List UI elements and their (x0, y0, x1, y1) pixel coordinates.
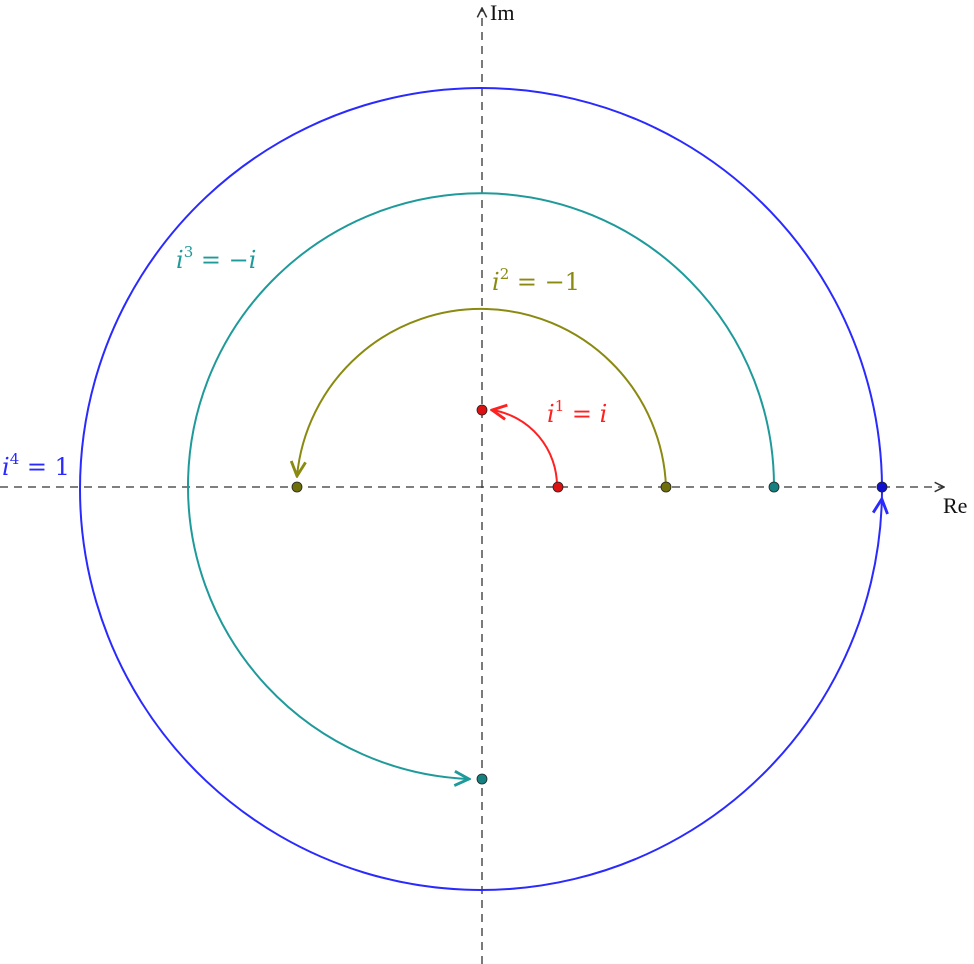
arc-i4 (79, 87, 883, 891)
point-i1-end (476, 404, 488, 416)
arc-i1 (492, 410, 559, 488)
arc-i2 (297, 308, 667, 488)
imaginary-axis-label: Im (490, 0, 514, 25)
point-i3-end (476, 773, 488, 785)
point-i2-end (291, 481, 303, 493)
point-i3-start (768, 481, 780, 493)
label-i2: i2 = −1 (492, 265, 580, 296)
point-i2-start (660, 481, 672, 493)
label-i4: i4 = 1 (2, 450, 70, 481)
point-i1-start (552, 481, 564, 493)
real-axis-label: Re (943, 493, 967, 518)
label-i1: i1 = i (547, 397, 607, 428)
point-i4 (876, 481, 888, 493)
label-i3: i3 = −i (176, 243, 256, 274)
arc-i3 (187, 192, 776, 779)
